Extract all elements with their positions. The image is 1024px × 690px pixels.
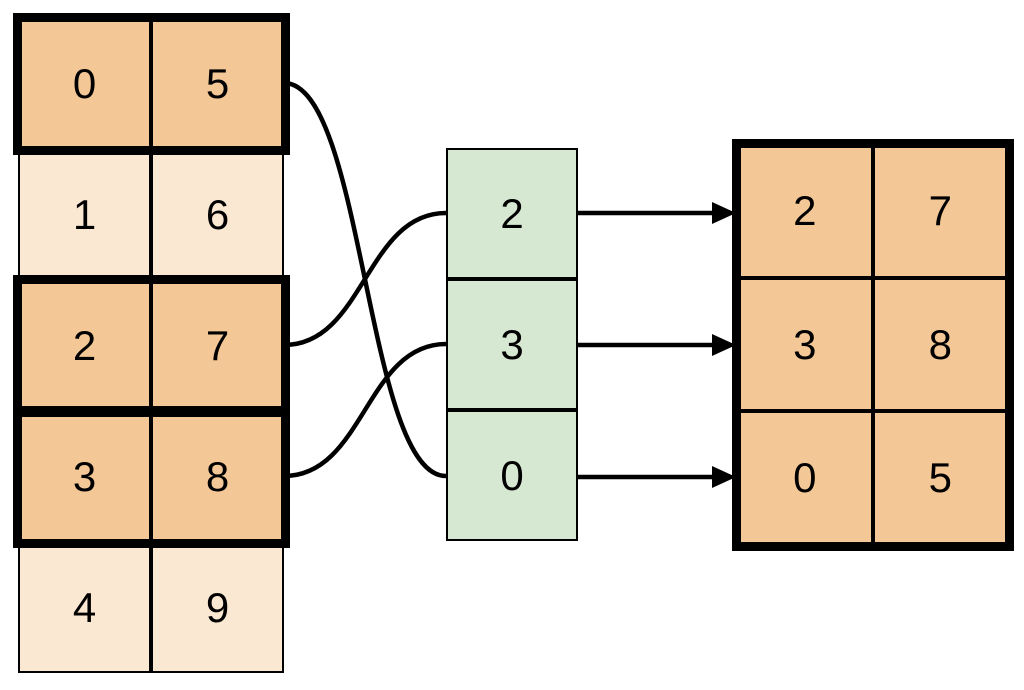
source-cell-r4c0: 4 <box>18 542 151 673</box>
index-cell-0: 2 <box>446 148 578 279</box>
arrowhead-icon <box>712 334 736 356</box>
source-cell-r3c0: 3 <box>18 411 151 542</box>
arrowhead-icon <box>712 466 736 488</box>
source-cell-r0c0: 0 <box>18 18 151 149</box>
result-cell-r1c0: 3 <box>737 278 873 411</box>
result-cell-r2c0: 0 <box>737 411 873 545</box>
curve-source-row-3-to-index-cell-1 <box>283 341 447 479</box>
result-cell-r0c1: 7 <box>872 144 1008 278</box>
curve-source-row-2-to-index-cell-0 <box>283 210 447 348</box>
result-cell-r0c0: 2 <box>737 144 873 278</box>
source-cell-r2c0: 2 <box>18 280 151 411</box>
source-cell-r2c1: 7 <box>151 280 284 411</box>
source-cell-r1c0: 1 <box>18 149 151 280</box>
arrowhead-icon <box>712 202 736 224</box>
source-cell-r1c1: 6 <box>151 149 284 280</box>
result-cell-r2c1: 5 <box>872 411 1008 545</box>
source-cell-r3c1: 8 <box>151 411 284 542</box>
source-cell-r4c1: 9 <box>151 542 284 673</box>
index-cell-1: 3 <box>446 279 578 410</box>
index-cell-2: 0 <box>446 410 578 541</box>
result-cell-r1c1: 8 <box>872 278 1008 411</box>
source-cell-r0c1: 5 <box>151 18 284 149</box>
